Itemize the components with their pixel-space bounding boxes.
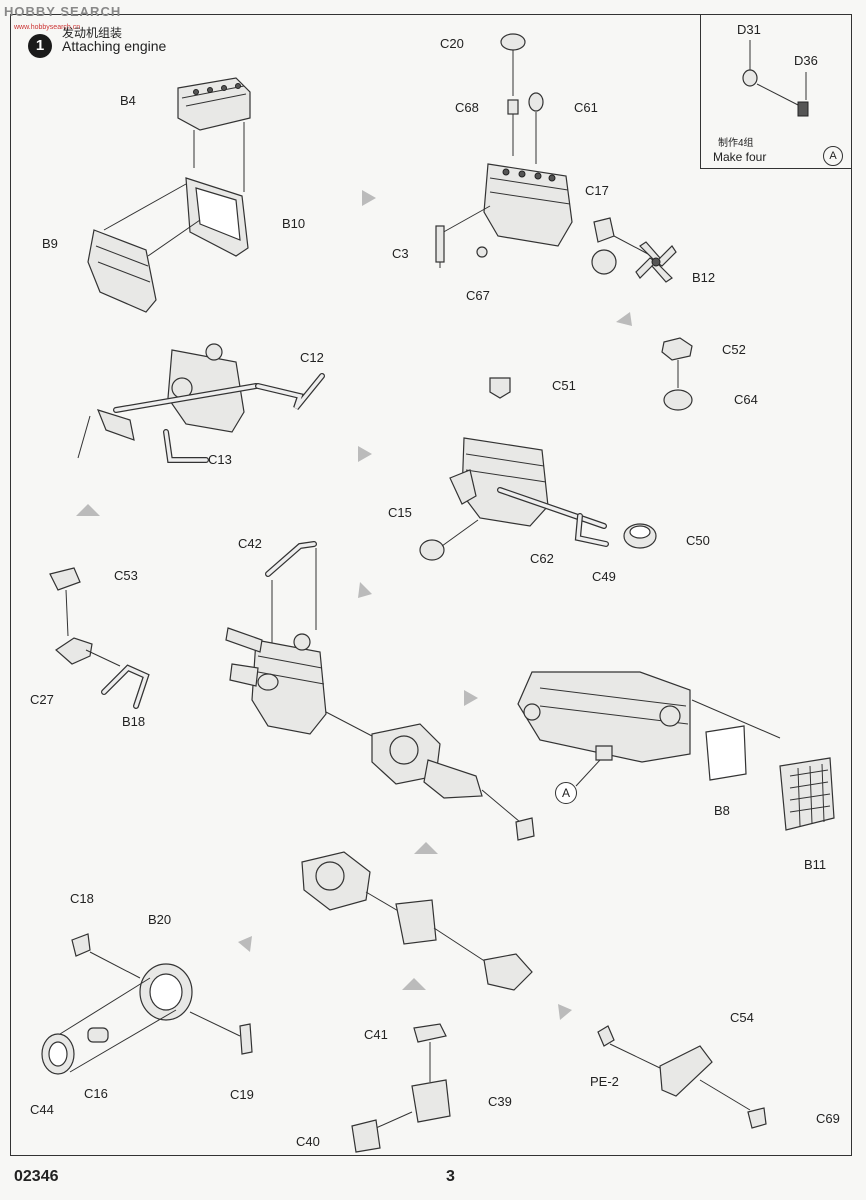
block-gearbox (301, 851, 533, 991)
block-full-engine (517, 671, 835, 831)
label-c64: C64 (734, 392, 758, 407)
label-d31: D31 (737, 22, 761, 37)
watermark-site: www.hobbysearch.cn (14, 24, 81, 31)
footer-product-code: 02346 (14, 1168, 59, 1185)
label-c62: C62 (530, 551, 554, 566)
label-c20: C20 (440, 36, 464, 51)
label-c19: C19 (230, 1087, 254, 1102)
label-c40: C40 (296, 1134, 320, 1149)
step-title-en: Attaching engine (62, 38, 167, 54)
label-b10: B10 (282, 216, 306, 231)
label-b4: B4 (120, 93, 136, 108)
inset-make-en: Make four (713, 150, 767, 164)
label-c67: C67 (466, 288, 490, 303)
label-c3: C3 (392, 246, 409, 261)
part-d31 (742, 40, 809, 117)
label-c41: C41 (364, 1027, 388, 1042)
block-c54-pe2-c69 (597, 1025, 767, 1129)
label-c69: C69 (816, 1111, 840, 1126)
label-c61: C61 (574, 100, 598, 115)
label-c39: C39 (488, 1094, 512, 1109)
label-c18: C18 (70, 891, 94, 906)
label-b11: B11 (804, 857, 827, 872)
label-c42: C42 (238, 536, 262, 551)
label-c16: C16 (84, 1086, 108, 1101)
label-d36: D36 (794, 53, 818, 68)
block-engine-top (435, 33, 677, 283)
label-c51: C51 (552, 378, 576, 393)
inset-ref-circle: A (823, 146, 843, 166)
block-exhaust (77, 343, 325, 463)
label-c44: C44 (30, 1102, 54, 1117)
ref-circle-a: A (555, 782, 577, 804)
footer-page-number: 3 (446, 1168, 455, 1185)
page-frame (10, 14, 852, 1156)
label-c68: C68 (455, 100, 479, 115)
inset-box (700, 14, 851, 169)
label-c53: C53 (114, 568, 138, 583)
label-c15: C15 (388, 505, 412, 520)
step-title-cn: 发动机组装 (62, 26, 123, 40)
label-c54: C54 (730, 1010, 754, 1025)
block-engine-side (419, 337, 693, 561)
step-arrows (76, 190, 632, 1020)
label-b18: B18 (122, 714, 146, 729)
label-c17: C17 (585, 183, 609, 198)
label-c27: C27 (30, 692, 54, 707)
label-b9: B9 (42, 236, 58, 251)
label-c50: C50 (686, 533, 710, 548)
label-c49: C49 (592, 569, 616, 584)
step-number-badge: 1 (28, 34, 52, 58)
label-b20: B20 (148, 912, 172, 927)
block-c41-c39-c40 (351, 1023, 451, 1153)
label-b12: B12 (692, 270, 716, 285)
inset-make-cn: 制作4组 (718, 138, 754, 149)
block-engine-center (225, 541, 535, 841)
watermark: HOBBY SEARCH (4, 4, 122, 19)
label-c13: C13 (208, 452, 232, 467)
block-driveshaft (41, 933, 253, 1075)
label-b8: B8 (714, 803, 730, 818)
label-c52: C52 (722, 342, 746, 357)
label-c12: C12 (300, 350, 324, 365)
block-bracket (49, 567, 150, 709)
label-pe2: PE-2 (590, 1074, 619, 1089)
fan-b12 (635, 241, 677, 283)
block-b4-b10-b9 (87, 77, 251, 313)
